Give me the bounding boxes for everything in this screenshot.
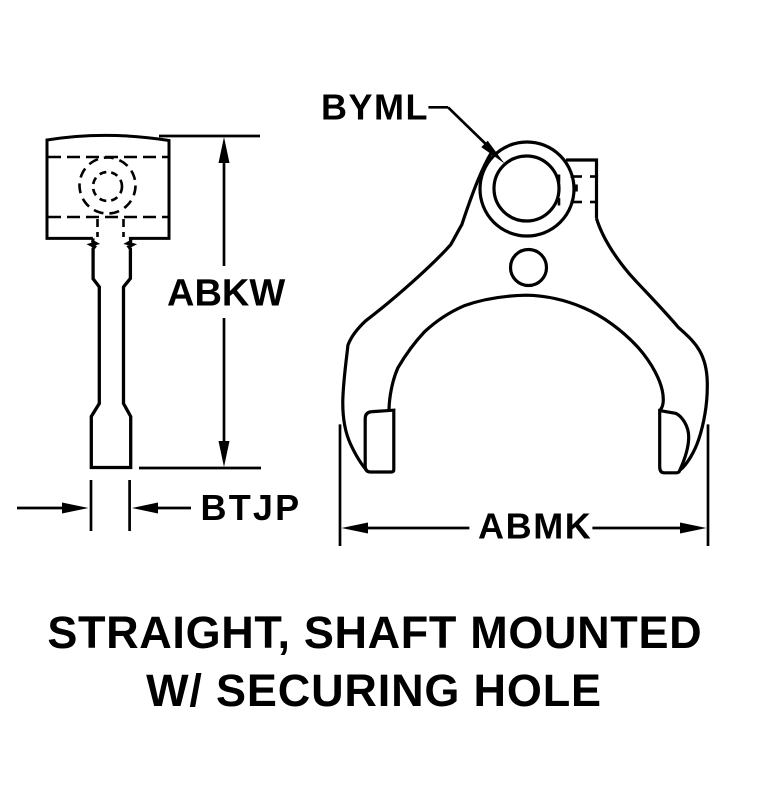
svg-text:ABMK: ABMK xyxy=(478,506,592,547)
svg-text:ABKW: ABKW xyxy=(167,273,285,315)
svg-text:BYML: BYML xyxy=(321,87,429,128)
svg-text:STRAIGHT, SHAFT MOUNTED: STRAIGHT, SHAFT MOUNTED xyxy=(47,607,702,658)
svg-text:BTJP: BTJP xyxy=(201,487,302,528)
svg-text:W/ SECURING HOLE: W/ SECURING HOLE xyxy=(146,665,602,716)
